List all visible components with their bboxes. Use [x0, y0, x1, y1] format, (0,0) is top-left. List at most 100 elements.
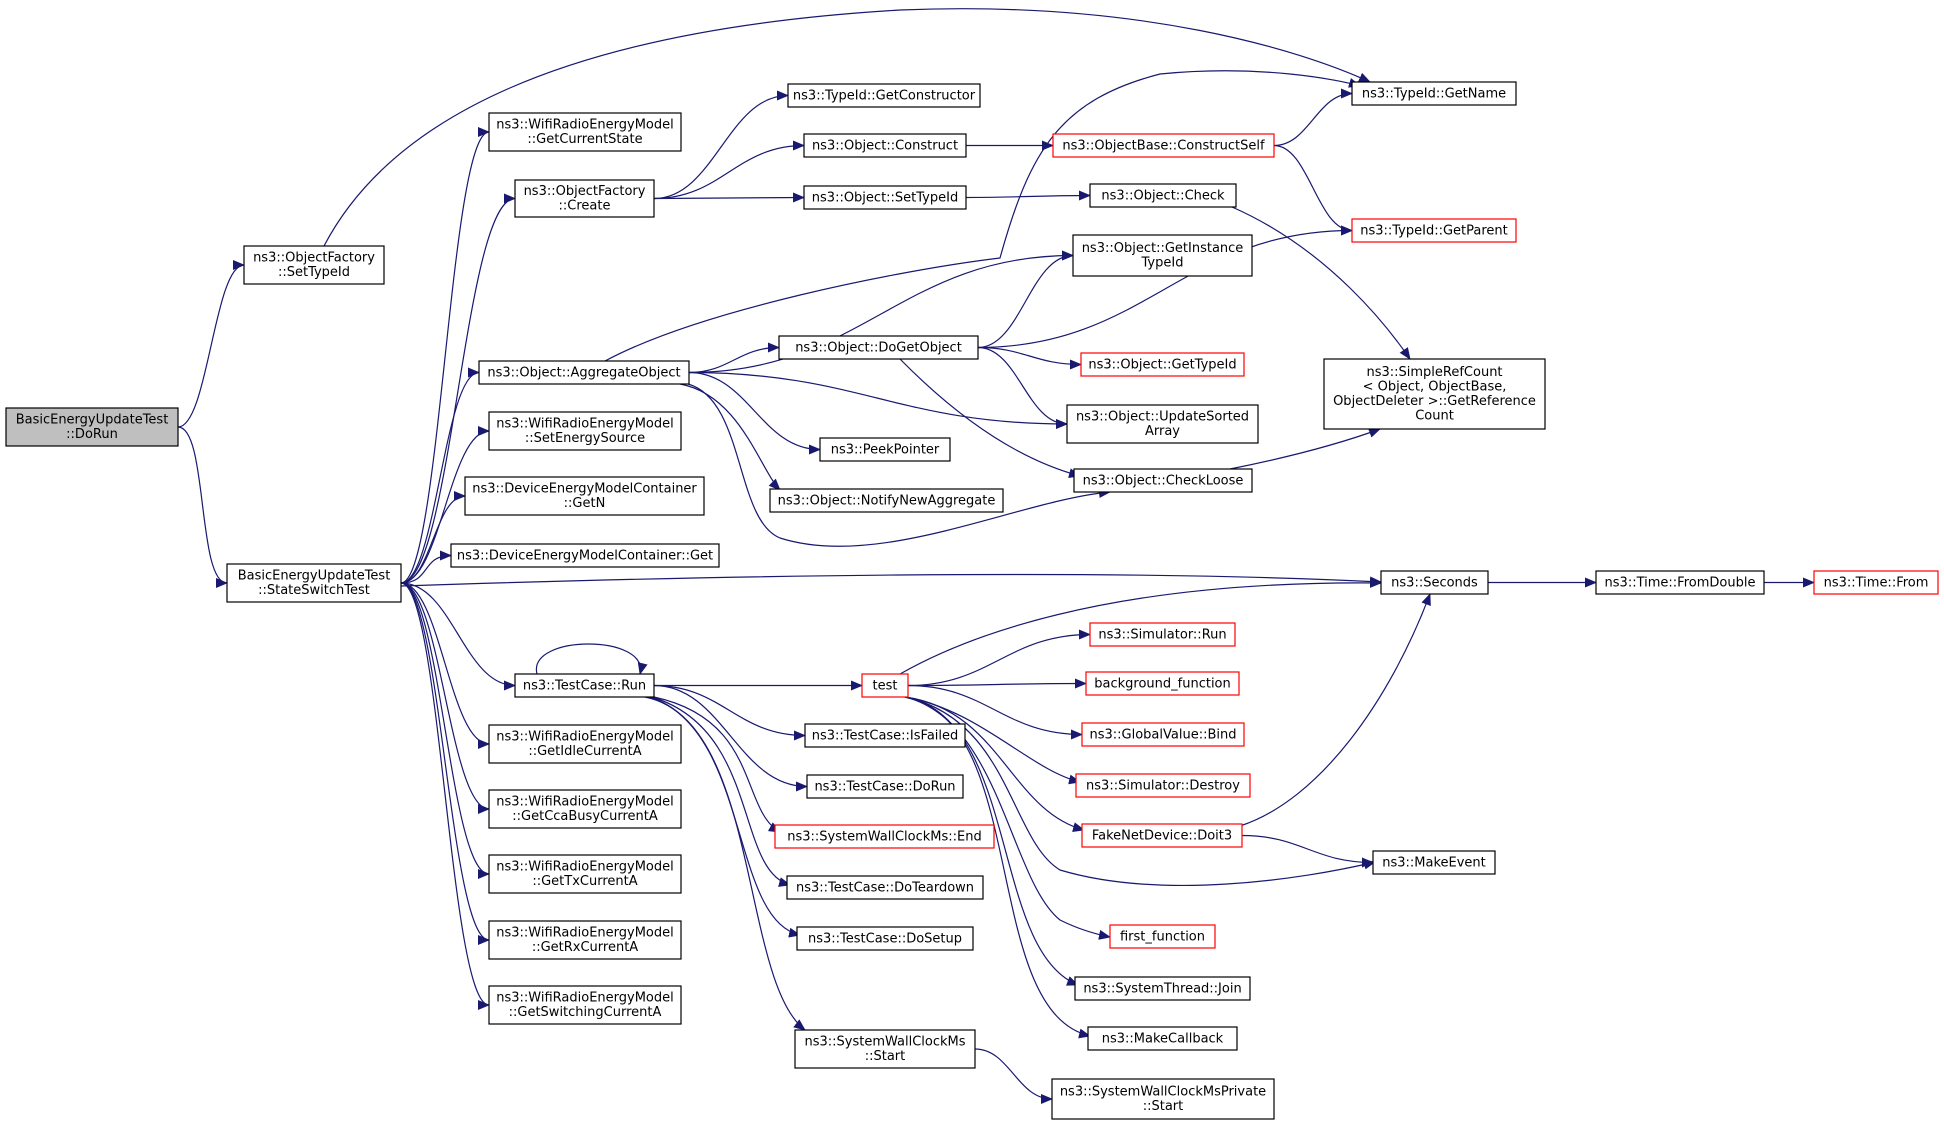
node-of-settypeid[interactable]: ns3::ObjectFactory::SetTypeId	[243, 245, 385, 285]
node-wifi-getccabusy[interactable]: ns3::WifiRadioEnergyModel::GetCcaBusyCur…	[488, 789, 682, 829]
node-simulator-run[interactable]: ns3::Simulator::Run	[1089, 622, 1236, 647]
node-wifi-getidle[interactable]: ns3::WifiRadioEnergyModel::GetIdleCurren…	[488, 724, 682, 764]
node-label: ns3::Seconds	[1391, 575, 1478, 590]
edge-stateswitch-to-wifi_getccabusy	[400, 582, 490, 814]
node-label: ns3::Object::Check	[1101, 188, 1225, 203]
node-makeevent[interactable]: ns3::MakeEvent	[1372, 850, 1496, 875]
node-box	[1073, 468, 1253, 493]
edge-testcase_run-to-testcase_run	[536, 643, 648, 675]
node-object-check[interactable]: ns3::Object::Check	[1089, 183, 1237, 208]
node-makecallback[interactable]: ns3::MakeCallback	[1087, 1026, 1238, 1051]
node-box	[787, 83, 981, 108]
node-object-settypeid[interactable]: ns3::Object::SetTypeId	[803, 185, 967, 210]
node-label: ns3::TypeId::GetName	[1362, 86, 1506, 101]
edge-stateswitch-to-wifi_gettx	[400, 582, 490, 879]
edge-test_fn-to-simulator_run	[907, 629, 1091, 687]
node-simulator-destroy[interactable]: ns3::Simulator::Destroy	[1075, 773, 1251, 798]
edge-test_fn-to-globalvalue_bind	[907, 684, 1083, 740]
node-swcp-start[interactable]: ns3::SystemWallClockMsPrivate::Start	[1051, 1078, 1275, 1120]
edge-aggregateobject-to-object_checkloose	[687, 383, 1111, 547]
node-box	[778, 335, 979, 360]
edge-of_create-to-object_settypeid	[653, 192, 805, 203]
node-box	[1372, 850, 1496, 875]
node-systemthread-join[interactable]: ns3::SystemThread::Join	[1074, 976, 1251, 1001]
node-wifi-getswitching[interactable]: ns3::WifiRadioEnergyModel::GetSwitchingC…	[488, 985, 682, 1025]
node-test-fn[interactable]: test	[861, 673, 909, 698]
node-label: ns3::MakeEvent	[1382, 855, 1486, 870]
node-object-gettypeid[interactable]: ns3::Object::GetTypeId	[1080, 352, 1245, 377]
node-demc-get[interactable]: ns3::DeviceEnergyModelContainer::Get	[450, 543, 720, 568]
node-globalvalue-bind[interactable]: ns3::GlobalValue::Bind	[1081, 722, 1245, 747]
edge-test_fn-to-makeevent	[904, 696, 1376, 886]
node-first-function[interactable]: first_function	[1109, 924, 1216, 949]
node-tc-dosetup[interactable]: ns3::TestCase::DoSetup	[796, 926, 974, 951]
node-objectbase-constructself[interactable]: ns3::ObjectBase::ConstructSelf	[1052, 133, 1275, 158]
node-object-construct[interactable]: ns3::Object::Construct	[803, 133, 967, 158]
node-label: ns3::TestCase::DoRun	[814, 779, 955, 794]
node-box	[243, 245, 385, 285]
node-stateswitch[interactable]: BasicEnergyUpdateTest::StateSwitchTest	[226, 563, 402, 603]
node-tc-isfailed[interactable]: ns3::TestCase::IsFailed	[804, 723, 966, 748]
node-label: FakeNetDevice::Doit3	[1092, 828, 1232, 843]
node-label: ns3::Simulator::Destroy	[1086, 778, 1240, 793]
node-typeid-getconstructor[interactable]: ns3::TypeId::GetConstructor	[787, 83, 981, 108]
node-label: ns3::WifiRadioEnergyModel	[496, 991, 674, 1006]
node-of-create[interactable]: ns3::ObjectFactory::Create	[514, 179, 655, 218]
node-box	[1109, 924, 1216, 949]
node-object-dogetobject[interactable]: ns3::Object::DoGetObject	[778, 335, 979, 360]
node-time-from[interactable]: ns3::Time::From	[1813, 570, 1939, 595]
node-dorun-root[interactable]: BasicEnergyUpdateTest::DoRun	[5, 407, 179, 447]
node-background-function[interactable]: background_function	[1085, 671, 1240, 696]
node-fakenetdevice-doit3[interactable]: FakeNetDevice::Doit3	[1081, 823, 1243, 848]
node-object-checkloose[interactable]: ns3::Object::CheckLoose	[1073, 468, 1253, 493]
node-box	[1087, 1026, 1238, 1051]
node-box	[1051, 1078, 1275, 1120]
node-label: ns3::Object::NotifyNewAggregate	[778, 493, 996, 508]
edge-objectbase_constructself-to-typeid_getparent	[1273, 144, 1353, 236]
node-typeid-getparent[interactable]: ns3::TypeId::GetParent	[1351, 218, 1517, 243]
node-notifynewaggregate[interactable]: ns3::Object::NotifyNewAggregate	[769, 488, 1004, 513]
node-box	[786, 875, 984, 900]
edge-object_settypeid-to-object_check	[965, 190, 1091, 201]
edge-object_dogetobject-to-typeid_getparent	[977, 225, 1353, 349]
node-seconds[interactable]: ns3::Seconds	[1380, 570, 1489, 595]
node-label: ::GetIdleCurrentA	[528, 744, 641, 759]
node-swc-end[interactable]: ns3::SystemWallClockMs::End	[774, 824, 995, 849]
edge-object_dogetobject-to-object_checkloose	[899, 358, 1081, 478]
node-label: ns3::WifiRadioEnergyModel	[496, 118, 674, 133]
node-tc-doteardown[interactable]: ns3::TestCase::DoTeardown	[786, 875, 984, 900]
edge-stateswitch-to-of_create	[400, 193, 516, 584]
node-label: ns3::GlobalValue::Bind	[1090, 727, 1237, 742]
node-box	[794, 1029, 976, 1069]
node-box	[1089, 622, 1236, 647]
node-wifi-getrx[interactable]: ns3::WifiRadioEnergyModel::GetRxCurrentA	[488, 920, 682, 960]
node-testcase-run[interactable]: ns3::TestCase::Run	[514, 673, 655, 698]
node-demc-getn[interactable]: ns3::DeviceEnergyModelContainer::GetN	[464, 476, 705, 516]
node-typeid-getname[interactable]: ns3::TypeId::GetName	[1351, 81, 1517, 106]
node-wifi-getcurrentstate[interactable]: ns3::WifiRadioEnergyModel::GetCurrentSta…	[488, 112, 682, 152]
node-box	[1089, 183, 1237, 208]
node-wifi-gettx[interactable]: ns3::WifiRadioEnergyModel::GetTxCurrentA	[488, 854, 682, 894]
node-box	[1052, 133, 1275, 158]
edge-testcase_run-to-swc_end	[653, 696, 781, 833]
node-tc-dorun[interactable]: ns3::TestCase::DoRun	[806, 774, 964, 799]
node-label: ::StateSwitchTest	[258, 583, 370, 598]
node-time-fromdouble[interactable]: ns3::Time::FromDouble	[1595, 570, 1765, 595]
node-label: ns3::TypeId::GetConstructor	[793, 88, 976, 103]
node-peekpointer[interactable]: ns3::PeekPointer	[819, 437, 951, 462]
node-box	[1595, 570, 1765, 595]
node-box	[1081, 823, 1243, 848]
edge-stateswitch-to-wifi_getswitching	[400, 582, 490, 1010]
node-label: ns3::TestCase::Run	[523, 678, 646, 693]
node-label: ns3::TypeId::GetParent	[1360, 223, 1508, 238]
node-swc-start[interactable]: ns3::SystemWallClockMs::Start	[794, 1029, 976, 1069]
edge-testcase_run-to-tc_isfailed	[653, 684, 806, 741]
edge-of_create-to-typeid_getconstructor	[653, 90, 789, 200]
edge-test_fn-to-seconds	[899, 577, 1382, 675]
node-wifi-setenergysource[interactable]: ns3::WifiRadioEnergyModel::SetEnergySour…	[488, 411, 682, 451]
node-simplerefcount[interactable]: ns3::SimpleRefCount< Object, ObjectBase,…	[1323, 358, 1546, 430]
node-aggregateobject[interactable]: ns3::Object::AggregateObject	[478, 360, 690, 385]
